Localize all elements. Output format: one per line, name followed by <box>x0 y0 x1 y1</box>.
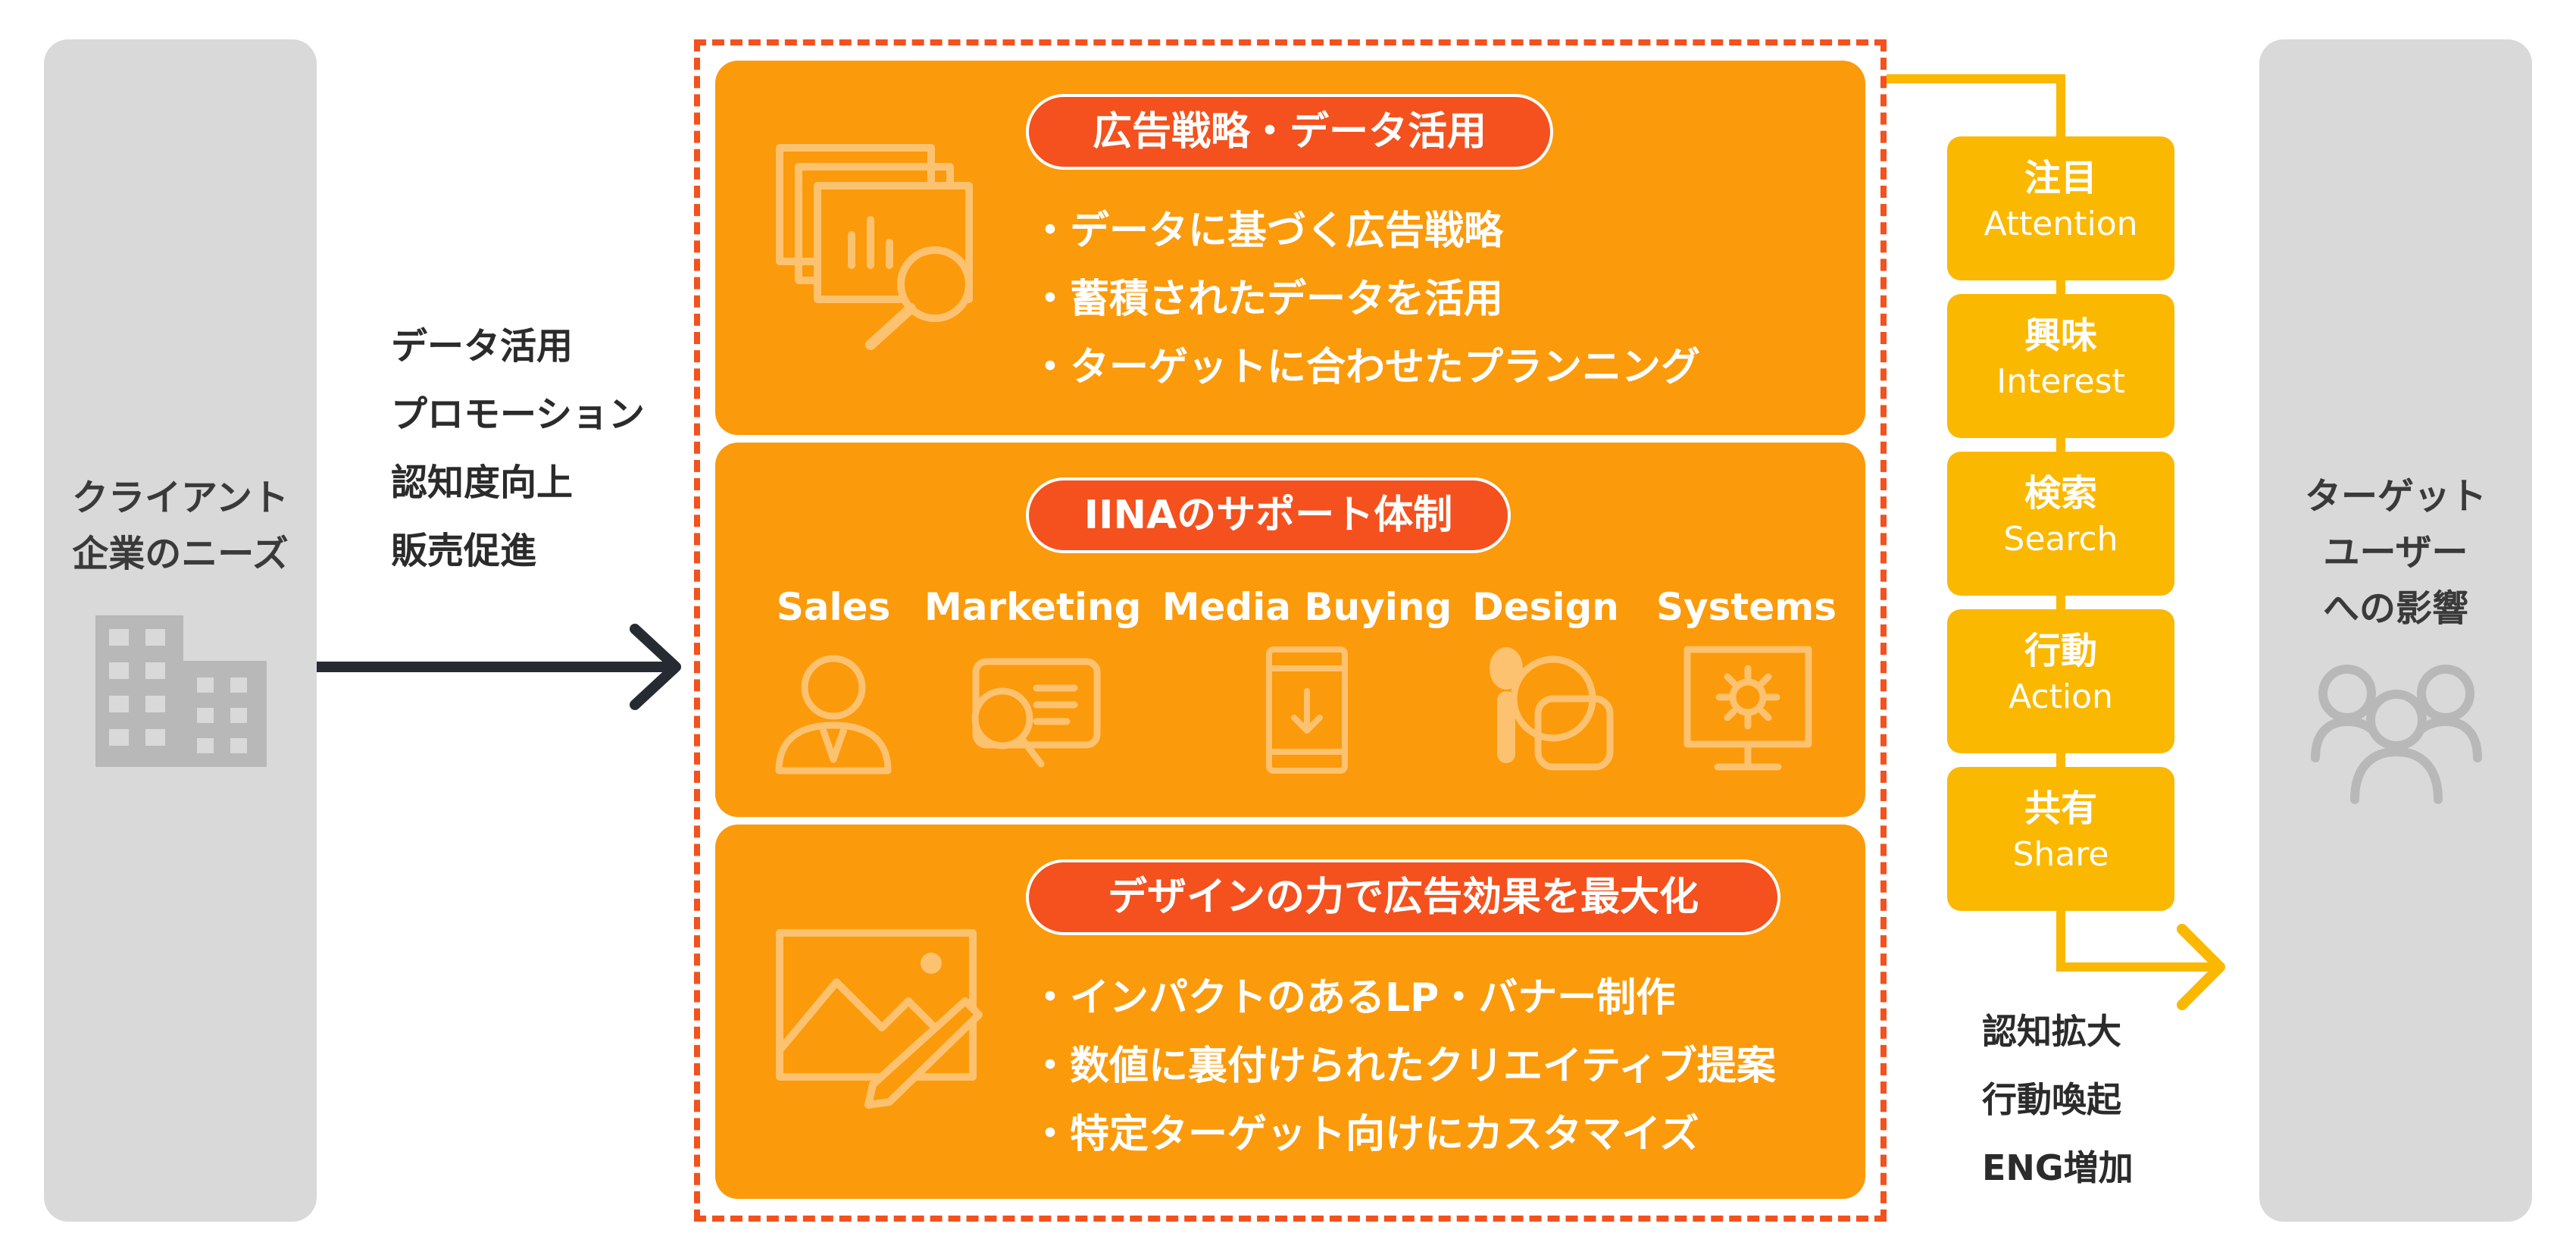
list-item: ・特定ターゲット向けにカスタマイズ <box>1030 1112 1699 1157</box>
effects-item: 行動喚起 <box>1982 1079 2121 1120</box>
needs-item: プロモーション <box>391 393 646 436</box>
aisas-action: 行動 Action <box>1947 609 2174 753</box>
effects-item: ENG増加 <box>1982 1147 2134 1188</box>
brush-shapes-icon <box>1490 647 1614 771</box>
list-item: ・インパクトのあるLP・バナー制作 <box>1030 975 1676 1021</box>
list-item: ・ターゲットに合わせたプランニング <box>1030 345 1701 390</box>
aisas-share: 共有 Share <box>1947 767 2174 911</box>
target-title: ターゲット ユーザー への影響 <box>2304 475 2487 630</box>
aisas-search: 検索 Search <box>1947 452 2174 596</box>
needs-item: データ活用 <box>391 325 574 368</box>
analytics-magnifier-icon <box>776 144 973 350</box>
building-icon <box>95 615 267 767</box>
client-title: クライアント 企業のニーズ <box>71 477 289 575</box>
search-document-icon <box>971 658 1101 768</box>
team-label-sales: Sales <box>776 585 891 629</box>
team-label-media-buying: Media Buying <box>1161 585 1452 629</box>
aisas-interest: 興味 Interest <box>1947 294 2174 438</box>
needs-arrow <box>317 624 681 710</box>
smartphone-download-icon <box>1266 646 1348 774</box>
list-item: ・データに基づく広告戦略 <box>1030 208 1504 254</box>
support-title: IINAのサポート体制 <box>1026 477 1511 553</box>
team-label-systems: Systems <box>1655 585 1837 629</box>
service-frame <box>694 39 1887 1222</box>
needs-item: 認知度向上 <box>391 462 574 504</box>
image-edit-icon <box>776 929 983 1109</box>
person-icon <box>775 655 892 775</box>
effects-item: 認知拡大 <box>1982 1011 2121 1052</box>
monitor-gear-icon <box>1683 646 1812 771</box>
design-bullets: ・インパクトのあるLP・バナー制作 ・数値に裏付けられたクリエイティブ提案 ・特… <box>1030 964 1776 1169</box>
users-group-icon <box>2311 665 2482 804</box>
effects-list: 認知拡大 行動喚起 ENG増加 <box>1982 997 2134 1202</box>
needs-list: データ活用 プロモーション 認知度向上 販売促進 <box>391 312 645 585</box>
needs-item: 販売促進 <box>391 530 537 572</box>
list-item: ・数値に裏付けられたクリエイティブ提案 <box>1030 1044 1776 1089</box>
design-title: デザインの力で広告効果を最大化 <box>1026 859 1780 935</box>
list-item: ・蓄積されたデータを活用 <box>1030 277 1504 322</box>
strategy-title: 広告戦略・データ活用 <box>1026 94 1553 170</box>
team-label-design: Design <box>1472 585 1619 629</box>
aisas-attention: 注目 Attention <box>1947 136 2174 280</box>
team-label-marketing: Marketing <box>924 585 1142 629</box>
target-column <box>2259 39 2532 1222</box>
strategy-bullets: ・データに基づく広告戦略 ・蓄積されたデータを活用 ・ターゲットに合わせたプラン… <box>1030 197 1700 402</box>
